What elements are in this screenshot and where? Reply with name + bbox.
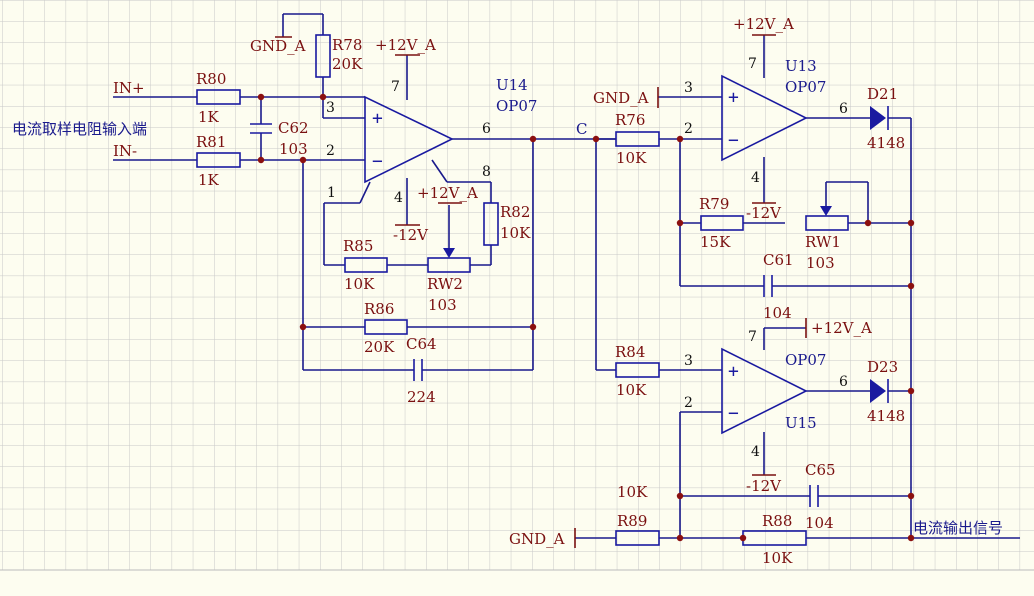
r81-value: 1K bbox=[198, 171, 220, 189]
vcc-label-u13: +12V_A bbox=[733, 15, 794, 33]
power-symbols bbox=[275, 34, 807, 548]
r85-value: 10K bbox=[344, 275, 375, 293]
input-title: 电流取样电阻输入端 bbox=[12, 120, 147, 138]
capacitor-plates bbox=[250, 123, 819, 507]
r80-value: 1K bbox=[198, 108, 220, 126]
r82-value: 10K bbox=[500, 224, 531, 242]
c64-value: 224 bbox=[407, 388, 436, 406]
u13-pin-7: 7 bbox=[748, 56, 757, 72]
r82-ref: R82 bbox=[500, 203, 530, 221]
c65-value: 104 bbox=[805, 514, 834, 532]
u13-minus-sign: − bbox=[728, 130, 739, 151]
u14-pin-2: 2 bbox=[326, 143, 335, 159]
u15-pin-4: 4 bbox=[751, 444, 760, 460]
u15-pin-7: 7 bbox=[748, 329, 757, 345]
r81-ref: R81 bbox=[196, 133, 226, 151]
resistor-bodies bbox=[196, 34, 849, 546]
r79-value: 15K bbox=[700, 233, 731, 251]
c62-value: 103 bbox=[279, 140, 308, 158]
r76-value: 10K bbox=[616, 149, 647, 167]
u15-pin-6: 6 bbox=[839, 374, 848, 390]
stage-u13 bbox=[596, 35, 912, 538]
r88-ref: R88 bbox=[762, 512, 792, 530]
rw2-ref: RW2 bbox=[427, 275, 463, 293]
u15-ref: U15 bbox=[785, 414, 817, 432]
node-c-label: C bbox=[576, 120, 587, 138]
u15-pin-2: 2 bbox=[684, 395, 693, 411]
r89-value: 10K bbox=[617, 483, 648, 501]
vcc-label-rw2: +12V_A bbox=[417, 184, 478, 202]
vcc-label-u15: +12V_A bbox=[811, 319, 872, 337]
u14-part: OP07 bbox=[496, 97, 537, 115]
r79-ref: R79 bbox=[699, 195, 729, 213]
r84-ref: R84 bbox=[615, 343, 645, 361]
u15-part: OP07 bbox=[785, 351, 826, 369]
r88-value: 10K bbox=[762, 549, 793, 567]
vcc-label-u14: +12V_A bbox=[375, 36, 436, 54]
u13-pin-3: 3 bbox=[684, 80, 693, 96]
r86-ref: R86 bbox=[364, 300, 394, 318]
u14-pin-8: 8 bbox=[482, 164, 491, 180]
rw1-ref: RW1 bbox=[805, 233, 841, 251]
u14-ref: U14 bbox=[496, 76, 528, 94]
u15-plus-sign: + bbox=[728, 361, 739, 382]
u13-pin-2: 2 bbox=[684, 121, 693, 137]
r80-ref: R80 bbox=[196, 70, 226, 88]
in-minus-label: IN- bbox=[113, 142, 137, 160]
gnd-label-r89: GND_A bbox=[509, 530, 565, 548]
u15-minus-sign: − bbox=[728, 403, 739, 424]
r89-ref: R89 bbox=[617, 512, 647, 530]
in-plus-label: IN+ bbox=[113, 79, 145, 97]
u14-pin-1: 1 bbox=[327, 185, 336, 201]
grid-background bbox=[0, 0, 1034, 570]
r85-ref: R85 bbox=[343, 237, 373, 255]
vee-label-u13: -12V bbox=[746, 204, 782, 222]
d21-value: 4148 bbox=[867, 134, 905, 152]
u14-minus-sign: − bbox=[372, 151, 383, 172]
vee-label-u15: -12V bbox=[746, 477, 782, 495]
d21-ref: D21 bbox=[867, 85, 898, 103]
u14-pin-4: 4 bbox=[394, 190, 403, 206]
c64-ref: C64 bbox=[406, 335, 437, 353]
r78-value: 20K bbox=[332, 55, 363, 73]
c61-ref: C61 bbox=[763, 251, 794, 269]
u14-plus-sign: + bbox=[372, 108, 383, 129]
rw1-value: 103 bbox=[806, 254, 835, 272]
r86-value: 20K bbox=[364, 338, 395, 356]
u14-pin-6: 6 bbox=[482, 121, 491, 137]
u13-pin-6: 6 bbox=[839, 101, 848, 117]
gnd-label-r78: GND_A bbox=[250, 37, 306, 55]
u13-plus-sign: + bbox=[728, 87, 739, 108]
gnd-label-u13: GND_A bbox=[593, 89, 649, 107]
diode-symbols bbox=[870, 106, 889, 403]
u14-pin-7: 7 bbox=[391, 79, 400, 95]
u14-pin-3: 3 bbox=[326, 100, 335, 116]
rw2-value: 103 bbox=[428, 296, 457, 314]
c65-ref: C65 bbox=[805, 461, 836, 479]
output-title: 电流输出信号 bbox=[913, 519, 1003, 537]
d23-value: 4148 bbox=[867, 407, 905, 425]
r84-value: 10K bbox=[616, 381, 647, 399]
junction-dots bbox=[257, 93, 915, 542]
d23-ref: D23 bbox=[867, 358, 898, 376]
u15-pin-3: 3 bbox=[684, 353, 693, 369]
u13-part: OP07 bbox=[785, 78, 826, 96]
opamp-triangles bbox=[364, 74, 808, 435]
r78-ref: R78 bbox=[332, 36, 362, 54]
stage-u15 bbox=[575, 139, 1020, 539]
u13-pin-4: 4 bbox=[751, 170, 760, 186]
c62-ref: C62 bbox=[278, 119, 309, 137]
r76-ref: R76 bbox=[615, 111, 645, 129]
c61-value: 104 bbox=[763, 304, 792, 322]
u13-ref: U13 bbox=[785, 57, 817, 75]
vee-label-u14: -12V bbox=[393, 226, 429, 244]
